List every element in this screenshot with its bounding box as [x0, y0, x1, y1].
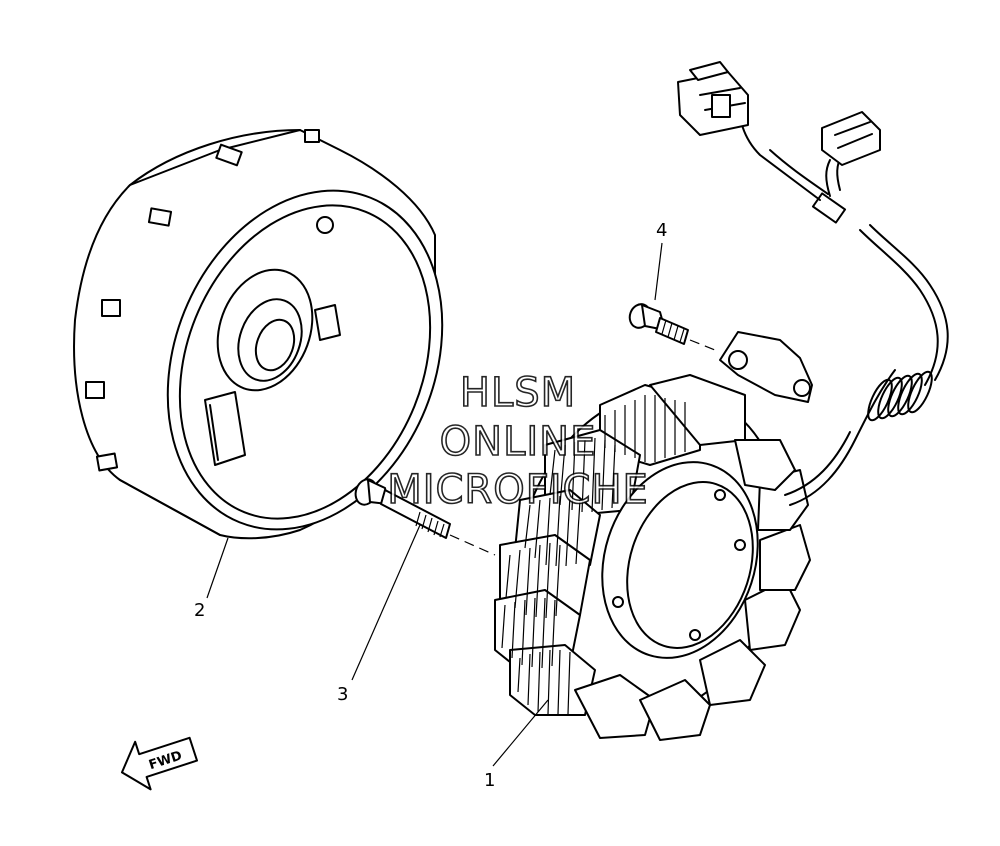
wire-harness	[677, 61, 949, 506]
callouts: 1 2 3 4	[194, 220, 667, 791]
callout-4: 4	[656, 220, 667, 241]
watermark-line-1: HLSM	[460, 370, 576, 416]
fwd-arrow-icon: FWD	[120, 736, 198, 791]
leader-lines	[206, 242, 716, 767]
leader-2	[206, 537, 229, 599]
leader-4	[654, 242, 663, 301]
stator-bolt	[354, 478, 451, 539]
watermark-line-2: ONLINE	[440, 419, 597, 465]
watermark: HLSM ONLINE MICROFICHE	[386, 369, 649, 514]
stator	[494, 374, 811, 741]
connector-b	[821, 111, 881, 166]
flywheel-rotor	[73, 129, 444, 540]
callout-2: 2	[194, 600, 205, 621]
connector-a	[677, 61, 749, 136]
callout-1: 1	[484, 770, 495, 791]
wire-clamp	[719, 331, 813, 403]
leader-1	[492, 699, 549, 767]
watermark-line-3: MICROFICHE	[387, 467, 649, 513]
clamp-screw	[628, 303, 689, 345]
callout-3: 3	[337, 684, 348, 705]
leader-3	[351, 524, 421, 681]
